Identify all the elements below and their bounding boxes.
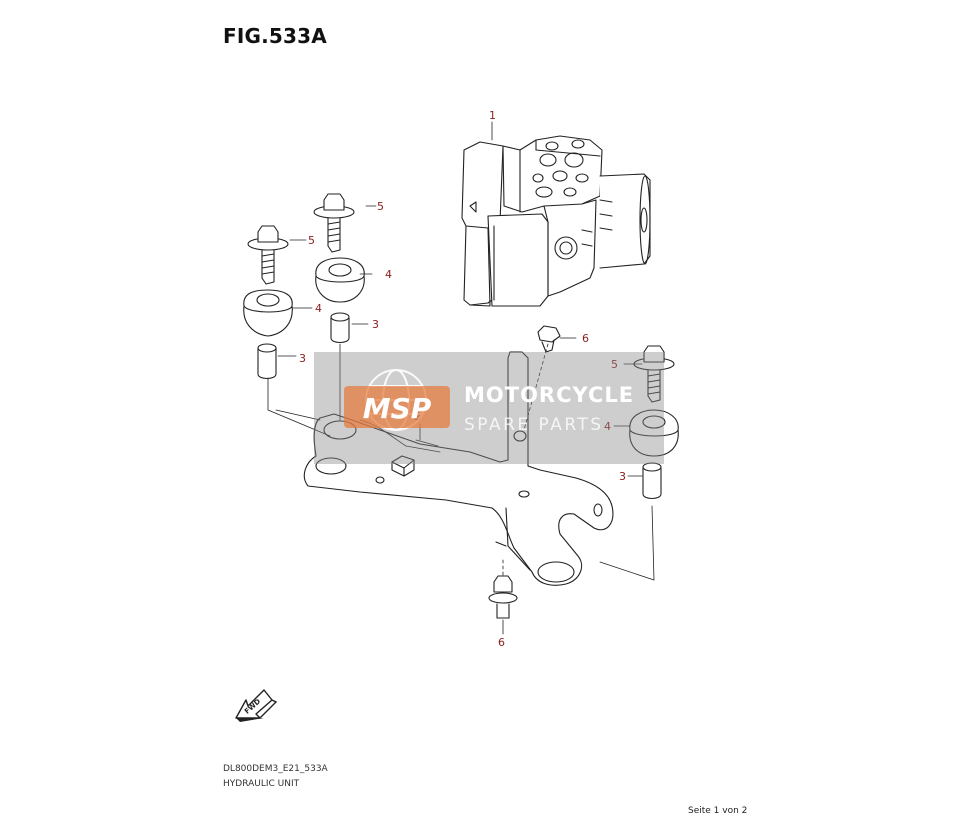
callout-4b: 4 <box>385 268 392 281</box>
callout-3c: 3 <box>619 470 626 483</box>
collar-parts <box>257 312 662 500</box>
callout-3a: 3 <box>299 352 306 365</box>
callout-3b: 3 <box>372 318 379 331</box>
callout-4c: 4 <box>604 420 611 433</box>
damper-parts <box>243 257 679 457</box>
watermark-line-1: MOTORCYCLE <box>464 383 634 407</box>
callout-5b: 5 <box>377 200 384 213</box>
watermark: MSP MOTORCYCLE SPARE PARTS <box>314 352 664 464</box>
callout-6b: 6 <box>498 636 505 649</box>
bracket-part <box>303 351 614 586</box>
forward-direction-arrow: FWD <box>235 689 278 722</box>
callout-4a: 4 <box>315 302 322 315</box>
hydraulic-unit-part <box>461 135 651 307</box>
model-code: DL800DEM3_E21_533A <box>223 764 328 774</box>
bolt-parts <box>247 193 675 403</box>
callout-6a: 6 <box>582 332 589 345</box>
page-number: Seite 1 von 2 <box>688 806 748 816</box>
small-bolt-parts <box>488 325 561 619</box>
figure-description: HYDRAULIC UNIT <box>223 779 300 789</box>
callout-1: 1 <box>489 109 496 122</box>
callout-5c: 5 <box>611 358 618 371</box>
watermark-line-2: SPARE PARTS <box>464 415 604 435</box>
watermark-logo: MSP <box>363 392 432 425</box>
callout-5a: 5 <box>308 234 315 247</box>
figure-title: FIG.533A <box>223 24 327 48</box>
